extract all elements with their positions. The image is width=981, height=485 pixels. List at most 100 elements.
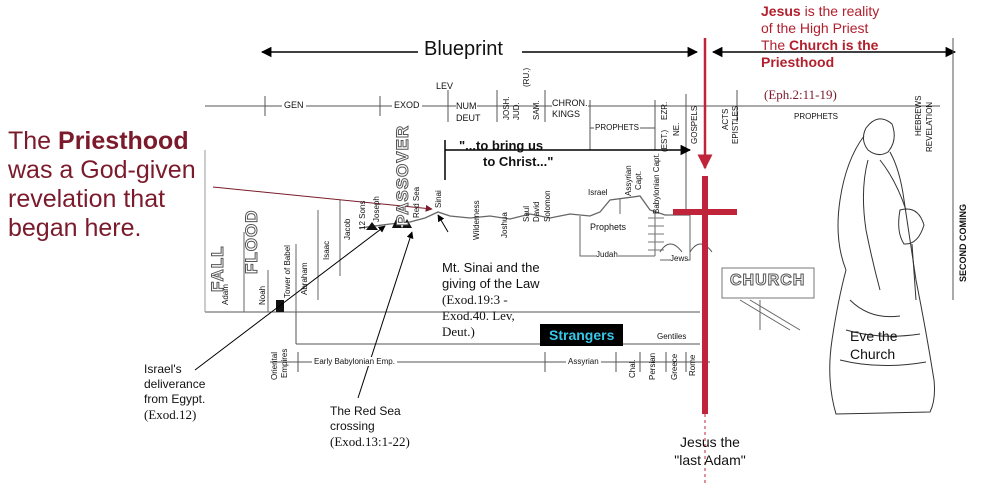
label-epistles: EPISTLES <box>731 105 740 144</box>
priesthood-reality-note: Jesus is the reality of the High Priest … <box>761 3 976 71</box>
eve-line-1: Eve the <box>850 328 898 344</box>
label-revelation: REVELATION <box>925 101 934 152</box>
label-sons: 12 Sons <box>358 200 367 230</box>
israel-ref: (Exod.12) <box>144 407 197 422</box>
label-deut: DEUT <box>456 113 481 123</box>
label-sam: SAM. <box>532 100 541 120</box>
god-given-line: was a God-given <box>8 156 196 184</box>
sinai-ref-3: Deut.) <box>442 324 475 339</box>
label-persian: Persian <box>648 352 657 380</box>
last-adam-line-2: "last Adam" <box>674 452 746 468</box>
redsea-note: The Red Sea crossing (Exod.13:1-22) <box>330 404 410 450</box>
label-saul: Saul <box>522 205 531 222</box>
label-josh: JOSH. <box>502 96 511 120</box>
history-terrain <box>359 195 690 229</box>
label-tower: Tower of Babel <box>283 245 292 298</box>
sinai-note: Mt. Sinai and the giving of the Law (Exo… <box>442 260 540 340</box>
last-adam-line-1: Jesus the <box>680 434 740 450</box>
priesthood-origin-note: The Priesthood was a God-given revelatio… <box>8 127 196 243</box>
label-early-babylonian: Early Babylonian Emp. <box>312 357 397 366</box>
label-david: David <box>532 201 541 222</box>
label-joseph: Joseph <box>372 196 381 222</box>
revelation-line: revelation that <box>8 185 166 213</box>
label-church: CHURCH <box>729 272 806 290</box>
label-assyrian: Assyrian <box>566 357 601 366</box>
israel-line-1: Israel's <box>144 362 182 376</box>
label-second-coming: SECOND COMING <box>958 203 968 282</box>
label-oriental-2: Empires <box>280 348 289 378</box>
redsea-line-1: The Red Sea <box>330 404 401 418</box>
label-jews: Jews <box>670 254 689 263</box>
label-chal: Chal. <box>628 359 637 378</box>
label-exod: EXOD <box>392 100 422 110</box>
ephesians-reference: (Eph.2:11-19) <box>764 87 837 102</box>
label-redsea: Red Sea <box>412 186 421 218</box>
sinai-line-1: Mt. Sinai and the <box>442 260 540 275</box>
began-here-line: began here. <box>8 214 142 242</box>
label-est: (EST.) <box>660 129 669 152</box>
bring-us-to-christ-quote: "...to bring us to Christ..." <box>459 138 553 170</box>
sinai-line-2: giving of the Law <box>442 276 540 291</box>
blueprint-label: Blueprint <box>424 38 503 60</box>
label-judah: Judah <box>596 250 618 259</box>
sinai-pointer <box>437 214 449 233</box>
sinai-ref-1: (Exod.19:3 - <box>442 292 508 307</box>
label-noah: Noah <box>258 285 267 305</box>
label-gen: GEN <box>282 100 306 110</box>
priesthood-bold: Priesthood <box>761 54 835 70</box>
the-prefix: The <box>8 127 59 155</box>
label-passover: PASSOVER <box>393 124 413 226</box>
label-prophets-mid: Prophets <box>590 222 627 232</box>
label-gentiles: Gentiles <box>656 332 688 341</box>
label-hebrews: HEBREWS <box>914 95 923 136</box>
label-solomon: Solomon <box>543 190 552 222</box>
reality-text: is the reality <box>800 3 880 19</box>
label-israel: Israel <box>588 188 608 197</box>
redsea-pointer <box>357 231 414 399</box>
quote-line-2: to Christ..." <box>483 154 554 169</box>
label-chron: CHRON. <box>552 98 588 108</box>
israel-line-3: from Egypt. <box>144 392 206 406</box>
redsea-line-2: crossing <box>330 419 375 433</box>
label-num: NUM <box>456 101 477 111</box>
label-joshua: Joshua <box>500 212 509 238</box>
label-prophets-right: PROPHETS <box>794 112 839 121</box>
label-wilderness: Wilderness <box>472 200 481 240</box>
label-prophets: PROPHETS <box>594 123 641 132</box>
label-greece: Greece <box>670 353 679 380</box>
israel-deliverance-note: Israel's deliverance from Egypt. (Exod.1… <box>144 362 205 423</box>
priesthood-pointer <box>212 186 433 212</box>
label-rome: Rome <box>688 354 697 376</box>
israel-deliverance-pointer <box>194 225 386 371</box>
israel-line-2: deliverance <box>144 377 206 391</box>
label-ru: (RU.) <box>522 67 531 87</box>
label-isaac: Isaac <box>322 240 331 260</box>
label-abraham: Abraham <box>300 262 309 295</box>
jesus-bold: Jesus <box>761 3 801 19</box>
label-adam: Adam <box>221 284 230 305</box>
label-ne: NE. <box>672 122 681 136</box>
priesthood-word: Priesthood <box>58 127 189 155</box>
label-ezr: EZR. <box>660 101 669 120</box>
label-flood: FLOOD <box>242 209 262 275</box>
label-assyrian-capt-1: Assyrian <box>624 165 633 196</box>
label-oriental-1: Oriental <box>270 351 279 380</box>
eve-church-label: Eve the Church <box>850 327 897 363</box>
quote-line-1: "...to bring us <box>459 138 544 153</box>
label-lev: LEV <box>436 81 454 91</box>
the-text: The <box>761 37 790 53</box>
label-jacob: Jacob <box>343 218 352 240</box>
label-acts: ACTS <box>721 108 730 130</box>
high-priest-text: of the High Priest <box>761 20 869 36</box>
label-babylonian-capt: Babylonian Capt. <box>652 153 661 214</box>
bride-sketch <box>829 118 935 415</box>
label-gospels: GOSPELS <box>690 105 699 144</box>
eve-line-2: Church <box>850 346 896 362</box>
church-block <box>721 267 815 299</box>
label-kings: KINGS <box>552 109 581 119</box>
sinai-ref-2: Exod.40. Lev, <box>442 308 515 323</box>
label-assyrian-capt-2: Capt. <box>634 170 643 190</box>
label-sinai: Sinai <box>434 190 443 208</box>
